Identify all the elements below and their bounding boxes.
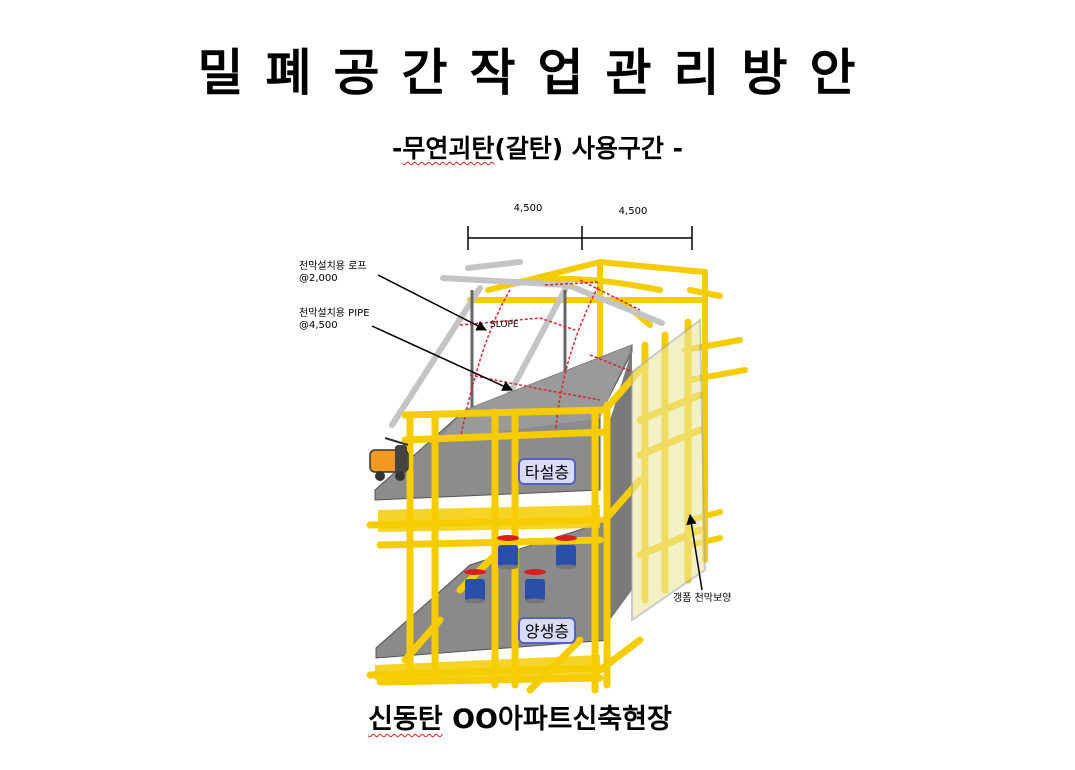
pipe-label-line2: @4,500 [299,320,338,331]
page-subtitle: - 무연괴탄(갈탄) 사용구간 - [0,136,1075,161]
dimension-right: 4,500 [619,206,648,217]
coal-stove-icon [555,535,577,570]
lower-deck [375,505,600,680]
coal-stove-icon [464,569,486,604]
upper-slab-top [440,345,632,440]
wall-face [610,350,632,620]
heater-icon [369,437,409,481]
floor-tag-lower-label: 양생층 [525,622,569,641]
site-name-rest: OO아파트신축현장 [442,704,672,735]
dimension-line [467,226,693,250]
site-name: 신동탄 OO아파트신축현장 [0,706,1040,733]
subtitle-prefix: - [391,134,403,163]
coal-stove-icon [497,535,519,570]
slope-label: SLOPE [490,320,519,330]
annotation-arrows [371,274,703,591]
tarp-label: 갱폼 천막보양 [673,592,731,604]
tarp-panel [631,318,707,622]
pipe-label-line1: 천막설치용 PIPE [299,307,370,319]
subtitle-rest: (갈탄) 사용구간 - [494,134,684,163]
dimension-left: 4,500 [514,203,543,214]
floor-tag-upper: 타설층 [518,458,576,485]
rope-label-line1: 천막설치용 로프 [299,260,367,272]
floor-tag-upper-label: 타설층 [525,463,569,482]
subtitle-underlined: 무연괴탄 [402,134,495,163]
page-title: 밀폐공간작업관리방안 [197,44,878,102]
site-name-underlined: 신동탄 [368,704,443,735]
coal-stove-icon [524,569,546,604]
floor-tag-lower: 양생층 [518,617,576,644]
rope-label-line2: @2,000 [299,273,338,284]
